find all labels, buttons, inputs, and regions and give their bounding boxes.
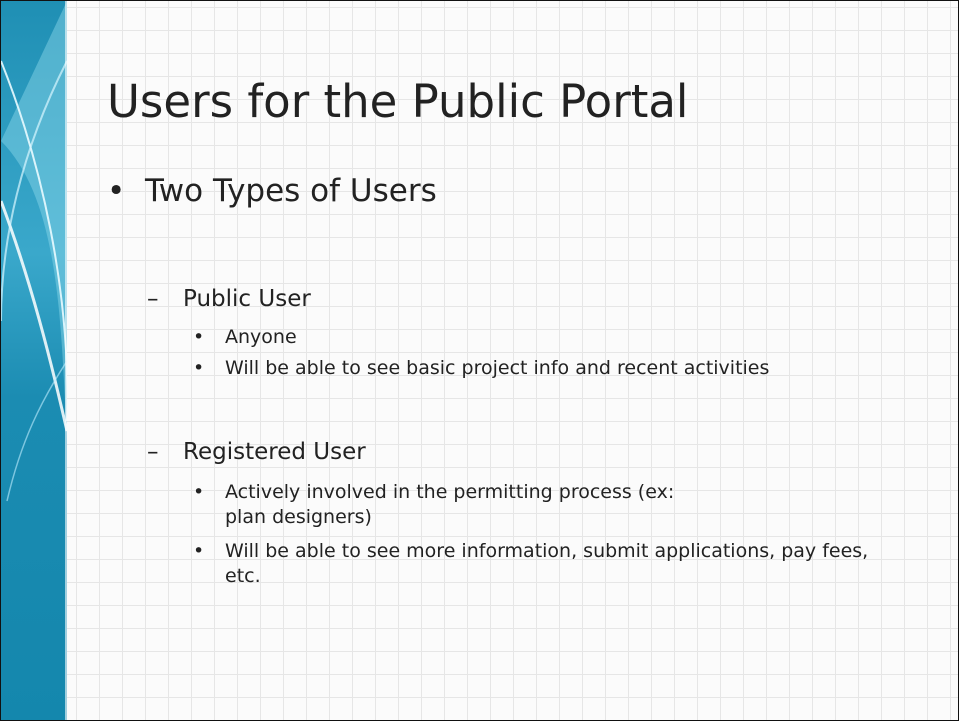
slide-title: Users for the Public Portal bbox=[107, 75, 689, 128]
list-item-text: Anyone bbox=[225, 326, 297, 348]
bullet-heading: • Two Types of Users bbox=[107, 173, 437, 209]
bullet-icon: • bbox=[193, 540, 205, 562]
list-item: • Will be able to see more information, … bbox=[193, 539, 868, 589]
list-item-text: Will be able to see more information, su… bbox=[225, 540, 869, 587]
list-item-text: Actively involved in the permitting proc… bbox=[225, 481, 675, 528]
list-item-text: Will be able to see basic project info a… bbox=[225, 357, 770, 379]
swoosh-graphic bbox=[1, 1, 67, 720]
list-item: • Will be able to see basic project info… bbox=[193, 356, 863, 381]
bullet-icon: • bbox=[193, 481, 205, 503]
bullet-icon: • bbox=[107, 173, 126, 209]
subheading-registered-user: –Registered User bbox=[147, 439, 366, 465]
decorative-swoosh-band bbox=[1, 1, 67, 720]
bullet-heading-text: Two Types of Users bbox=[145, 173, 437, 209]
subheading-text: Registered User bbox=[183, 439, 366, 465]
subheading-public-user: –Public User bbox=[147, 286, 311, 312]
list-item: • Actively involved in the permitting pr… bbox=[193, 480, 863, 530]
bullet-icon: • bbox=[193, 326, 205, 348]
dash-icon: – bbox=[147, 286, 159, 312]
subheading-text: Public User bbox=[183, 286, 311, 312]
dash-icon: – bbox=[147, 439, 159, 465]
list-item: • Anyone bbox=[193, 325, 863, 350]
bullet-icon: • bbox=[193, 357, 205, 379]
